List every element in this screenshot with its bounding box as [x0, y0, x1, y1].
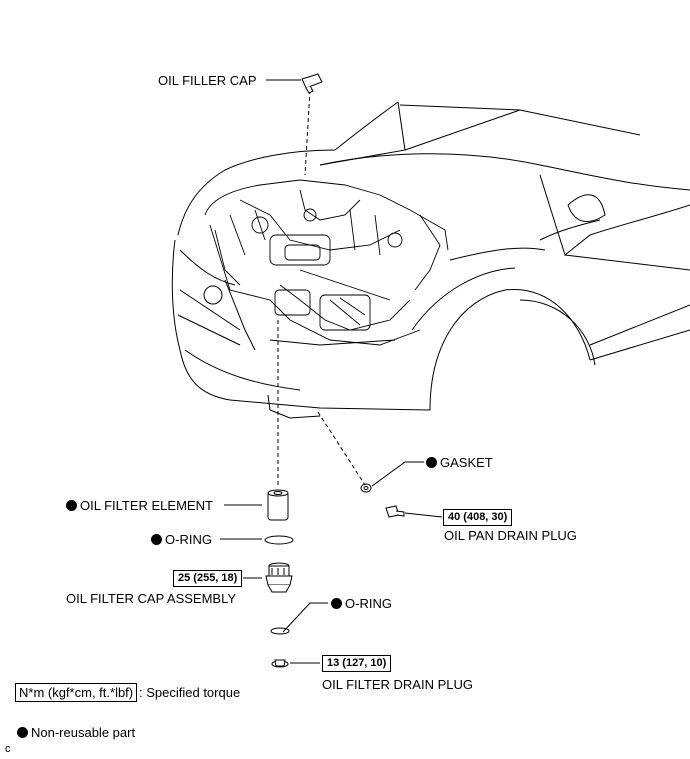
- corner-mark: c: [5, 743, 11, 755]
- oil-filter-drain-plug-part: [271, 659, 289, 668]
- dashed-leaders: [277, 89, 366, 488]
- engine-bay: [204, 179, 449, 346]
- solid-leaders: [220, 79, 443, 664]
- o-ring-2-part: [270, 627, 290, 635]
- o-ring-1-label: O-RING: [151, 532, 212, 547]
- non-reusable-dot-icon: [66, 500, 77, 511]
- oil-filter-cap-assembly-torque: 25 (255, 18): [173, 570, 243, 587]
- non-reusable-dot-icon: [331, 598, 342, 609]
- o-ring-2-text: O-RING: [345, 596, 392, 611]
- oil-filter-drain-plug-label: OIL FILTER DRAIN PLUG: [322, 677, 473, 692]
- gasket-text: GASKET: [440, 455, 493, 470]
- oil-pan-drain-plug-label: OIL PAN DRAIN PLUG: [444, 528, 577, 543]
- oil-filter-element-label: OIL FILTER ELEMENT: [66, 498, 213, 513]
- o-ring-2-label: O-RING: [331, 596, 392, 611]
- oil-filter-element-part: [267, 489, 289, 521]
- gasket-label: GASKET: [426, 455, 493, 470]
- torque-legend-text: : Specified torque: [139, 685, 241, 700]
- gasket-part: [360, 483, 372, 493]
- oil-filter-cap-assembly-part: [265, 562, 293, 593]
- oil-filler-cap-label: OIL FILLER CAP: [158, 73, 257, 88]
- torque-legend-box: N*m (kgf*cm, ft.*lbf): [15, 683, 138, 702]
- oil-filler-cap-part: [301, 73, 323, 94]
- non-reusable-dot-icon: [151, 534, 162, 545]
- oil-filter-drain-plug-torque: 13 (127, 10): [322, 655, 392, 672]
- non-reusable-legend: Non-reusable part: [17, 725, 135, 740]
- oil-filter-cap-assembly-label: OIL FILTER CAP ASSEMBLY: [66, 591, 237, 606]
- o-ring-1-text: O-RING: [165, 532, 212, 547]
- o-ring-1-part: [264, 535, 294, 545]
- non-reusable-dot-icon: [426, 457, 437, 468]
- non-reusable-legend-text: Non-reusable part: [31, 725, 136, 740]
- car-body-outline: [171, 101, 690, 419]
- oil-pan-drain-plug-torque: 40 (408, 30): [443, 509, 513, 526]
- oil-filter-element-text: OIL FILTER ELEMENT: [80, 498, 213, 513]
- oil-pan-drain-plug-part: [385, 505, 405, 518]
- non-reusable-dot-icon: [17, 727, 28, 738]
